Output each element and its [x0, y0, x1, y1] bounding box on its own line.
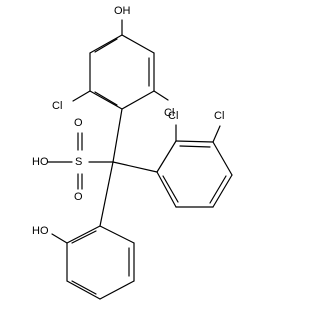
label-chloro-ring2-upper: Cl	[168, 110, 178, 122]
label-sulfonic-oxygen-lower: O	[74, 191, 83, 203]
label-sulfonic-hydroxyl: HO	[32, 156, 49, 168]
label-chloro-ring2-lower: Cl	[214, 110, 224, 122]
atom-labels: OH Cl Cl Cl Cl O S O HO HO	[32, 5, 224, 237]
bond-lines	[47, 19, 233, 300]
label-sulfonic-oxygen-upper: O	[74, 117, 83, 129]
label-sulfur: S	[75, 156, 82, 168]
structure-diagram: OH Cl Cl Cl Cl O S O HO HO	[32, 5, 233, 300]
label-phenol-hydroxyl: HO	[32, 225, 49, 237]
label-top-hydroxyl: OH	[114, 5, 131, 17]
label-chloro-left: Cl	[52, 100, 62, 112]
label-chloro-right: Cl	[164, 107, 174, 119]
